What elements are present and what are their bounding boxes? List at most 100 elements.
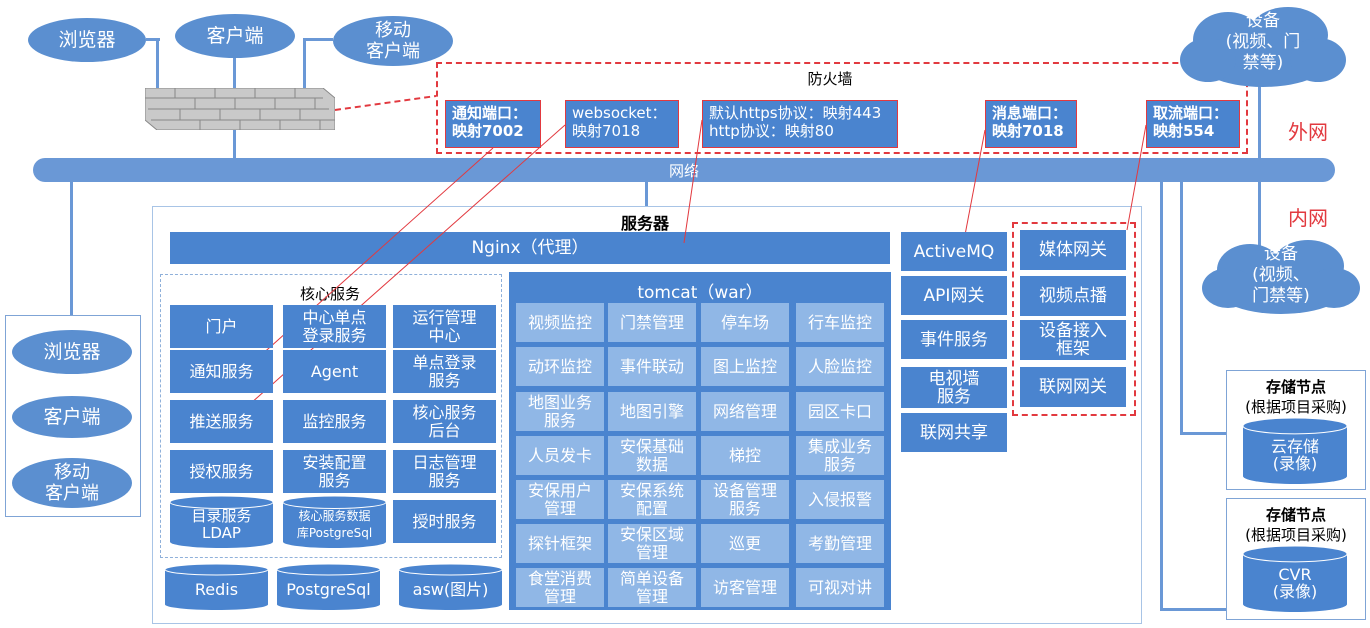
connector [1258,80,1261,160]
firewall-wall [145,88,335,130]
cylinder-icon [170,496,273,548]
external-device-label: 设备 (视频、门 禁等) [1225,11,1301,73]
core-service: 运行管理 中心 [393,305,496,348]
cylinder-icon [277,564,380,610]
websocket-port: websocket： 映射7018 [565,100,679,148]
connector [1160,180,1163,610]
left-clients-panel: 浏览器 客户端 移动 客户端 [5,315,141,517]
tomcat-service: 视频监控 [516,303,604,342]
database-label: PostgreSql [286,580,371,600]
tomcat-service: 访客管理 [701,568,789,607]
internal-device-label: 设备 (视频、 门禁等) [1252,244,1310,306]
server-title: 服务器 [620,214,669,233]
core-service-db: 核心服务数据 库PostgreSql [283,496,386,548]
top-mobile-client: 移动 客户端 [333,16,453,66]
connector [1180,432,1226,435]
tomcat-service: 巡更 [701,524,789,563]
tomcat-service: 图上监控 [701,347,789,386]
brick-wall-icon [145,88,335,130]
cylinder-icon [165,564,268,610]
core-service-db-label: 核心服务数据 库PostgreSql [296,509,373,541]
database: PostgreSql [277,564,380,610]
middle-service: 联网共享 [901,413,1007,452]
connector [645,180,648,206]
nginx-proxy: Nginx（代理） [170,232,890,264]
message-port: 消息端口： 映射7018 [985,100,1077,148]
tomcat-service: 安保区域 管理 [608,524,696,563]
top-browser: 浏览器 [28,18,146,62]
storage-device-label: CVR (录像) [1272,564,1318,601]
tomcat-service: 地图引擎 [608,392,696,431]
notify-port: 通知端口： 映射7002 [445,100,541,148]
core-service: 日志管理 服务 [393,450,496,493]
middle-service: API网关 [901,276,1007,315]
core-service: 授权服务 [170,450,273,493]
tomcat-service: 梯控 [701,436,789,475]
tomcat-service: 门禁管理 [608,303,696,342]
core-service: 门户 [170,305,273,348]
middle-service: 电视墙 服务 [901,367,1007,408]
gateway-service: 视频点播 [1020,276,1126,316]
storage-device: 云存储 (录像) [1243,418,1347,484]
storage-device-label: 云存储 (录像) [1270,436,1319,473]
cloud-icon [1180,7,1346,87]
internal-zone-label: 内网 [1288,206,1328,230]
gateway-service: 媒体网关 [1020,230,1126,270]
left-browser: 浏览器 [12,330,132,374]
tomcat-service: 行车监控 [796,303,884,342]
core-service-db-label: 目录服务 LDAP [191,507,252,543]
core-service: 安装配置 服务 [283,450,386,493]
core-services-title: 核心服务 [290,283,370,304]
internal-device-cloud: 设备 (视频、 门禁等) [1200,238,1362,320]
tomcat-service: 可视对讲 [796,568,884,607]
storage-node-note: (根据项目采购) [1245,526,1347,544]
network-bus: 网络 [33,158,1335,182]
tomcat-service: 地图业务 服务 [516,392,604,431]
connector [233,128,236,158]
connector [156,38,159,90]
gateway-service: 联网网关 [1020,367,1126,407]
top-client: 客户端 [175,14,295,58]
middle-service: 事件服务 [901,320,1007,359]
core-service: 监控服务 [283,400,386,443]
tomcat-service: 安保基础 数据 [608,436,696,475]
cloud-icon [1202,240,1360,314]
tomcat-service: 网络管理 [701,392,789,431]
storage-device: CVR (录像) [1243,546,1347,612]
gateway-service: 设备接入 框架 [1020,320,1126,360]
gateway-region [1012,222,1136,416]
connector [303,38,333,41]
database-label: asw(图片) [412,580,489,600]
firewall-region [436,62,1248,154]
core-service: 通知服务 [170,350,273,393]
tomcat-service: 人脸监控 [796,347,884,386]
cylinder-icon [1243,418,1347,484]
tomcat-service: 园区卡口 [796,392,884,431]
tomcat-service: 动环监控 [516,347,604,386]
tomcat-service: 设备管理 服务 [701,480,789,519]
tomcat-service: 简单设备 管理 [608,568,696,607]
tomcat-service: 探针框架 [516,524,604,563]
external-device-cloud: 设备 (视频、门 禁等) [1178,5,1348,95]
middle-service: ActiveMQ [901,232,1007,271]
storage-node-title: 存储节点 [1265,378,1326,396]
core-service: 单点登录 服务 [393,350,496,393]
core-service: 核心服务 后台 [393,400,496,443]
connector [70,180,73,315]
external-zone-label: 外网 [1288,120,1328,144]
tomcat-service: 事件联动 [608,347,696,386]
stream-port: 取流端口： 映射554 [1146,100,1240,148]
tomcat-service: 人员发卡 [516,436,604,475]
core-service-db: 目录服务 LDAP [170,496,273,548]
network-label: 网络 [668,161,699,180]
connector [1258,180,1261,250]
connector [146,38,160,41]
connector [1160,608,1226,611]
storage-node-note: (根据项目采购) [1245,398,1347,416]
database: asw(图片) [399,564,502,610]
connector [303,38,306,90]
tomcat-service: 安保系统 配置 [608,480,696,519]
storage-node-title: 存储节点 [1265,506,1326,524]
core-service: 推送服务 [170,400,273,443]
tomcat-service: 安保用户 管理 [516,480,604,519]
